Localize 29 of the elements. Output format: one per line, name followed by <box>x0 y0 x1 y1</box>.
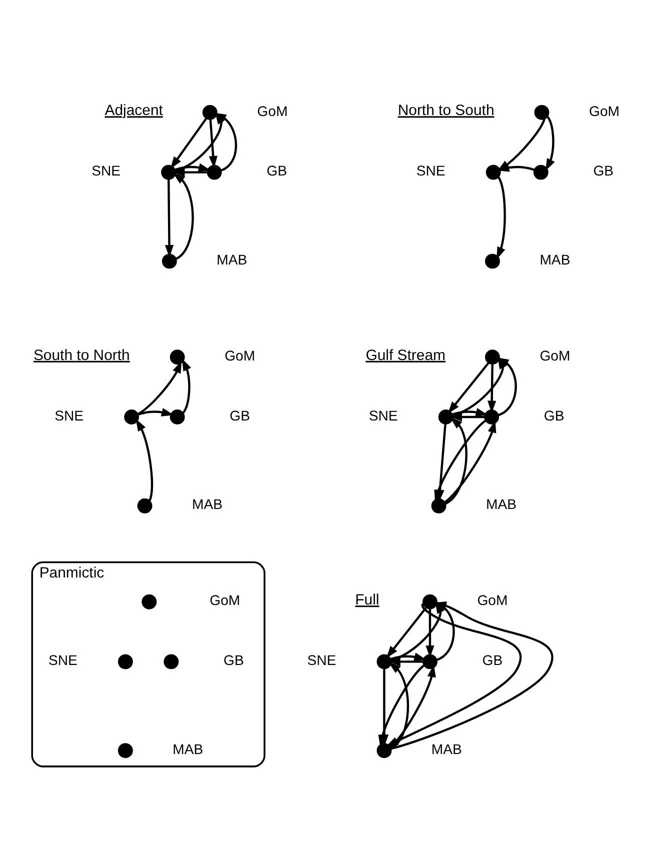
node-label: SNE <box>368 406 398 423</box>
node-label: SNE <box>92 162 121 178</box>
node-label: GoM <box>210 592 240 608</box>
node-label: GB <box>230 406 250 423</box>
label: Full <box>355 591 380 608</box>
node-label: MAB <box>172 740 204 756</box>
node-label: SNE <box>307 652 336 668</box>
node-label: GoM <box>477 592 508 608</box>
node-label: GB <box>544 406 564 423</box>
node-label: SNE <box>48 652 78 668</box>
node-label: GoM <box>540 346 570 363</box>
node-label: MAB <box>192 496 223 512</box>
node-label: MAB <box>486 496 517 512</box>
node-label: GB <box>224 652 244 668</box>
label: Adjacent <box>104 102 163 119</box>
node-label: GB <box>482 652 503 668</box>
node-label: SNE <box>416 162 446 178</box>
label: Gulf Stream <box>366 346 446 364</box>
node-label: MAB <box>431 740 462 756</box>
node-label: GoM <box>224 346 256 363</box>
node-label: GoM <box>257 102 288 118</box>
node-label: MAB <box>540 251 570 268</box>
node-label: GB <box>266 162 287 178</box>
label: South to North <box>33 346 130 364</box>
label: North to South <box>398 102 494 119</box>
node-label: GoM <box>589 102 620 118</box>
node-label: GB <box>593 162 614 178</box>
node-label: MAB <box>216 251 248 268</box>
node-label: SNE <box>54 406 84 423</box>
